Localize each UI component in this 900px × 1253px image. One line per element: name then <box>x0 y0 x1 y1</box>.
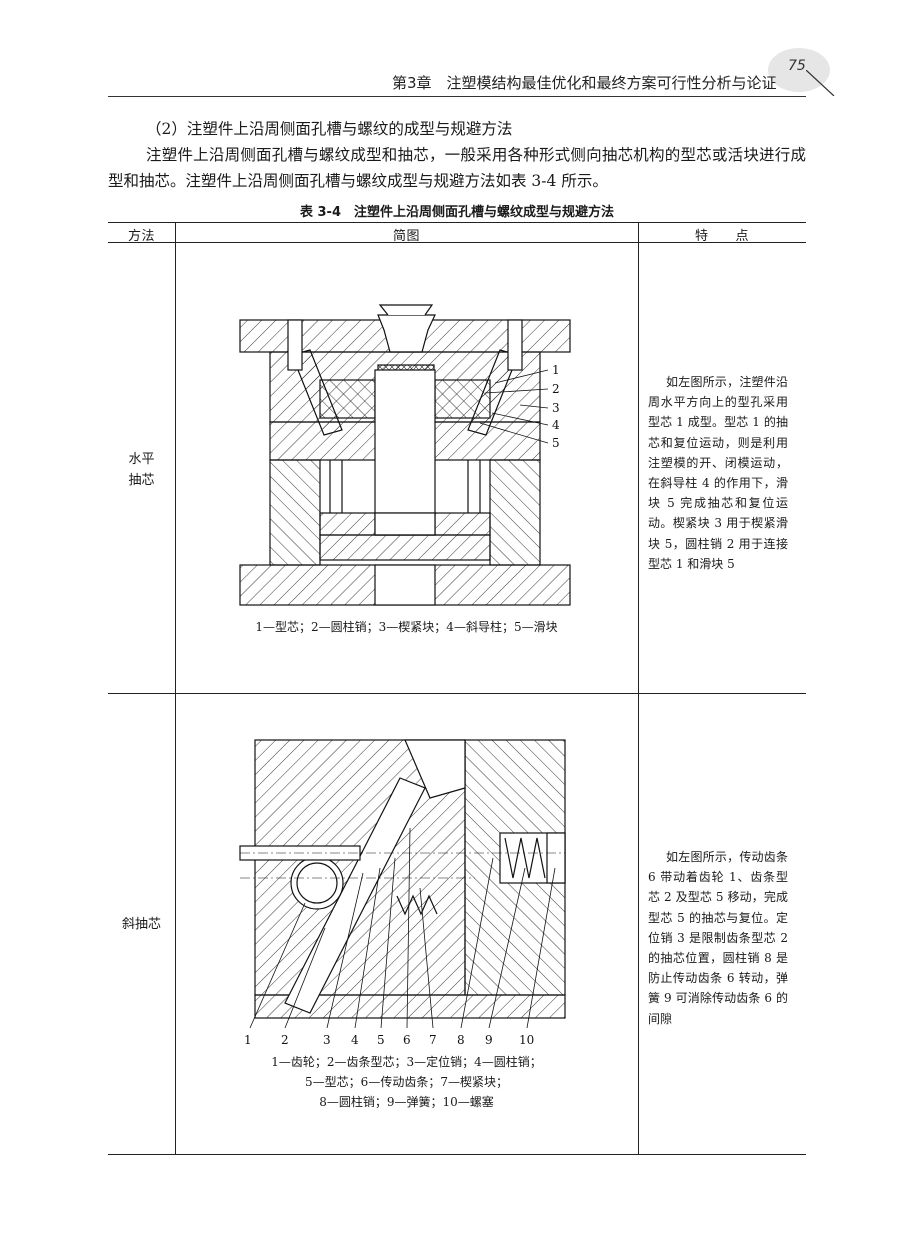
angled-rack-core <box>284 777 426 1014</box>
figure-callout: 2 <box>281 1033 289 1047</box>
method-angled-core-pulling: 斜抽芯 <box>121 917 161 932</box>
table-header-rule <box>108 242 806 243</box>
header-rule <box>108 96 806 97</box>
figure-angled-core-pulling-mold: 1 2 3 4 5 6 7 8 9 10 <box>239 739 566 1047</box>
header-slash-decoration <box>806 70 835 96</box>
figure-callout: 9 <box>485 1033 493 1047</box>
table-bottom-rule <box>108 1154 806 1155</box>
column-header-features: 特 点 <box>694 229 749 244</box>
figure-callout: 5 <box>552 436 560 450</box>
figure-callout: 4 <box>351 1033 359 1047</box>
figure-caption-angled: 1—齿轮；2—齿条型芯；3—定位销；4—圆柱销； 5—型芯；6—传动齿条；7—楔… <box>175 1052 638 1112</box>
table-column-divider <box>175 222 176 1155</box>
section-heading: （2）注塑件上沿周侧面孔槽与螺纹的成型与规避方法 <box>146 120 513 138</box>
figure-callout: 3 <box>323 1033 331 1047</box>
column-header-figure: 简图 <box>392 229 420 244</box>
table-top-rule <box>108 222 806 223</box>
column-header-method: 方法 <box>127 229 155 244</box>
figure-callout: 7 <box>429 1033 437 1047</box>
figure-callout: 6 <box>403 1033 411 1047</box>
wedge-block <box>404 739 466 799</box>
table-3-4: 方法 简图 特 点 水平 抽芯 如左图所示，注塑件沿周水平方向上的型孔采用型芯 … <box>108 222 806 1156</box>
figure-callout: 10 <box>519 1033 534 1047</box>
main-core <box>374 369 436 536</box>
table-column-divider <box>638 222 639 1155</box>
figure-callout: 3 <box>552 401 560 415</box>
figure-callout: 8 <box>457 1033 465 1047</box>
figure-callout: 1 <box>244 1033 252 1047</box>
features-horizontal-core-pulling: 如左图所示，注塑件沿周水平方向上的型孔采用型芯 1 成型。型芯 1 的抽芯和复位… <box>648 375 788 571</box>
mold-bottom-plate <box>254 994 566 1019</box>
page-number-badge <box>768 48 830 92</box>
method-line: 抽芯 <box>128 473 155 488</box>
caption-line: 1—齿轮；2—齿条型芯；3—定位销；4—圆柱销； <box>271 1055 542 1069</box>
figure-callout: 1 <box>552 363 560 377</box>
figure-caption-horizontal: 1—型芯；2—圆柱销；3—楔紧块；4—斜导柱；5—滑块 <box>255 620 558 634</box>
support-block-right <box>489 459 541 566</box>
caption-line: 8—圆柱销；9—弹簧；10—螺塞 <box>319 1095 494 1109</box>
method-horizontal-core-pulling: 水平 抽芯 <box>108 449 175 491</box>
spring <box>504 837 546 879</box>
gear <box>290 856 344 910</box>
table-caption: 表 3-4 注塑件上沿周侧面孔槽与螺纹成型与规避方法 <box>299 205 614 220</box>
table-row-divider <box>108 693 806 694</box>
figure-horizontal-core-pulling-mold: 1 2 3 4 5 <box>239 304 571 606</box>
figure-callout: 4 <box>552 418 560 432</box>
method-line: 水平 <box>128 452 155 467</box>
support-block-left <box>269 459 321 566</box>
page-number: 75 <box>788 58 806 74</box>
plug-screw <box>546 832 566 884</box>
running-title: 第3章 注塑模结构最佳优化和最终方案可行性分析与论证 <box>392 74 777 92</box>
figure-callout: 2 <box>552 382 560 396</box>
caption-line: 5—型芯；6—传动齿条；7—楔紧块； <box>305 1075 508 1089</box>
body-paragraph: 注塑件上沿周侧面孔槽与螺纹成型和抽芯，一般采用各种形式侧向抽芯机构的型芯或活块进… <box>108 146 806 190</box>
figure-callout: 5 <box>377 1033 385 1047</box>
features-angled-core-pulling: 如左图所示，传动齿条 6 带动着齿轮 1、齿条型芯 2 及型芯 5 移动，完成型… <box>648 850 788 1026</box>
